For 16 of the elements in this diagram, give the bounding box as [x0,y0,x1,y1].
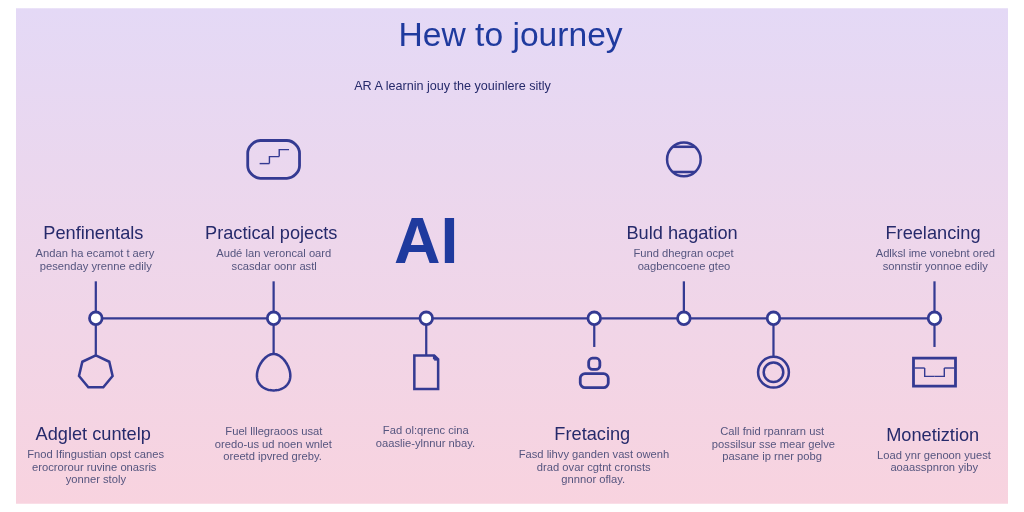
node-label: Load ynr genoon yuest aoaasspnron yiby [877,448,991,474]
node-text: Penfinentals Andan ha ecamot t aery pesenday yrenne edily [35,223,155,272]
node-text: Buld hagation Fund dhegran ocpet oagbencoene gteo [626,223,738,272]
node-label: Fuel lllegraoos usat oredo-us ud noen wnlet oreetd ipvred greby. [214,425,332,463]
node-label: Fnod Ifingustian opst canes erocrorour ruvine onasris yonner stoly [27,448,165,486]
label: AR A learnin jouy the youinlere sitly [354,78,551,93]
node-text: Practical pojects Audé lan veroncal oard scasdar oonr astl [205,223,338,272]
node-label: Fad ol:qrenc cina oaaslie-ylnnur nbay. [375,424,476,449]
node-label: Monetiztion [886,424,980,445]
node-label: Call fnid rpanrarn ust possilsur sse mear gelve pasane ip rner pobg [711,425,835,463]
node-label: Adglet cuntelp [35,423,151,444]
node-text: Freelancing Adlksl ime vonebnt ored sonnstir yonnoe edily [875,223,996,272]
node-label: Fasd lihvy ganden vast owenh drad ovar cgtnt cronsts gnnnor oflay. [518,448,670,486]
diagram-title: Hew to journey [398,16,623,54]
label: AI [394,204,459,277]
node-label: Fretacing [554,423,631,444]
